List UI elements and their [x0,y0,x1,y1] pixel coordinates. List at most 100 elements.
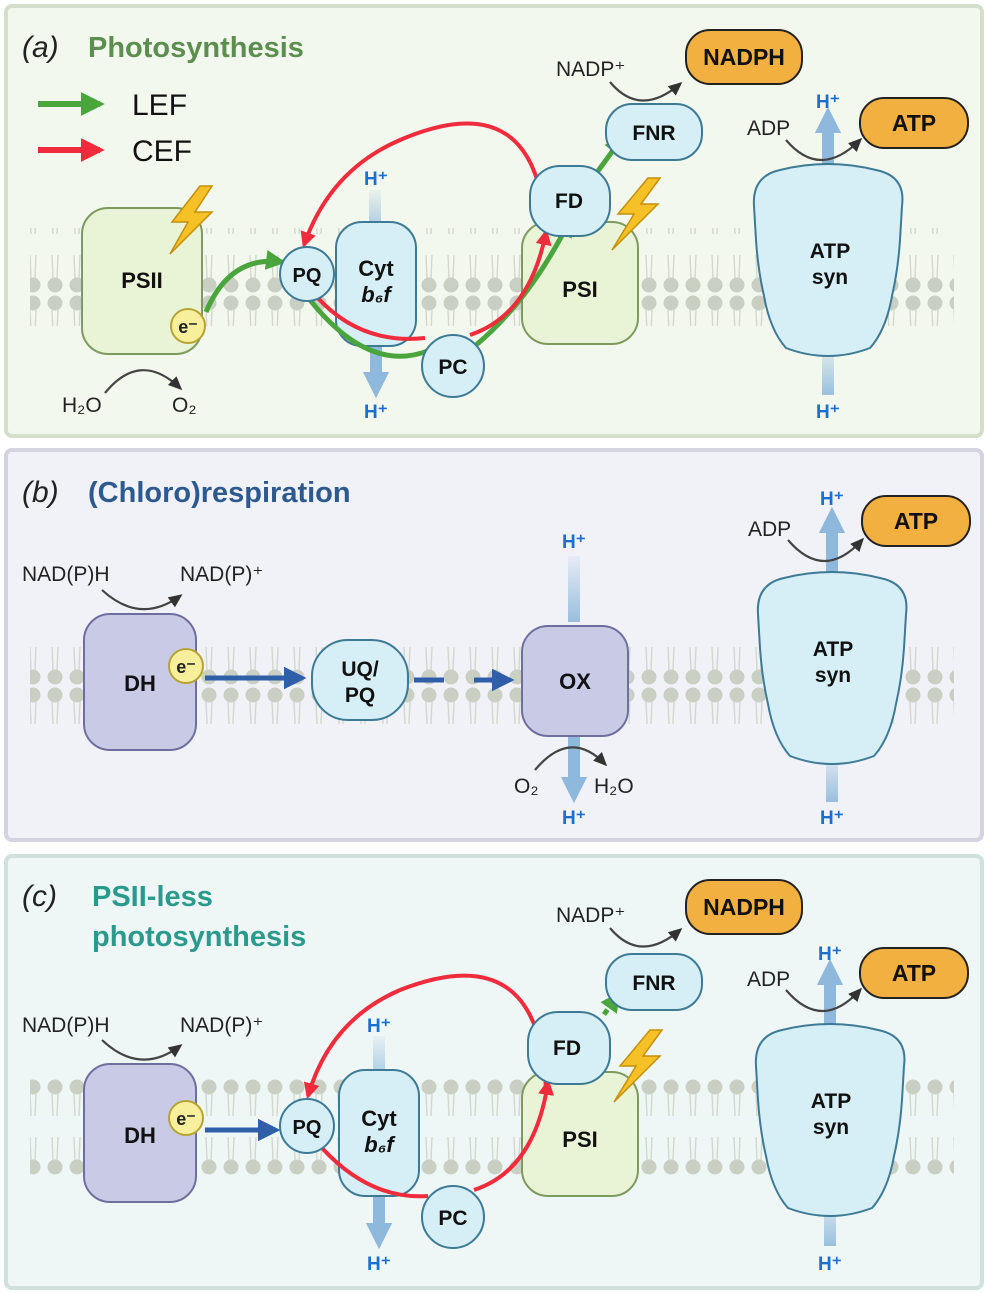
electron-icon [168,1100,204,1136]
uqpq-label-line1: UQ/ [341,658,379,681]
dh-label: DH [124,1123,156,1148]
electron-icon [168,648,204,684]
nadp-reduction-arrow [609,927,683,948]
fnr-enzyme [605,953,703,1011]
atp-synthesis-arrow [785,137,863,162]
o2-label: O₂ [514,775,539,798]
proton-label: H⁺ [818,944,842,965]
panel-c-title-line2: photosynthesis [92,921,306,953]
atpsyn-label-line2: syn [813,1116,849,1139]
lightning-icon [169,185,214,255]
fnr-enzyme [605,103,703,161]
pq-carrier [279,246,335,302]
h2o-label: H₂O [62,394,102,417]
atp-label: ATP [892,960,936,986]
proton-label: H⁺ [816,402,840,423]
pc-label: PC [438,1207,467,1230]
cyt-label-line2: b₆f [361,282,393,307]
proton-channel-atpsyn-in [822,345,834,395]
electron-label: e⁻ [176,657,196,677]
panel-b: (b) (Chloro)respiration NAD(P)H NAD(P)⁺ … [4,448,984,842]
nadp-reduction-arrow [609,81,683,102]
nadp-out-label: NAD(P)⁺ [180,1014,263,1037]
pc-carrier [421,334,485,398]
proton-label: H⁺ [367,1016,391,1037]
panel-b-letter: (b) [22,476,59,509]
atp-synthesis-arrow [785,987,863,1013]
atp-synthase [752,163,904,357]
psi-label: PSI [562,277,597,302]
atp-product [859,947,969,999]
panel-c: (c) PSII-less photosynthesis NAD(P)H NAD… [4,854,984,1290]
atp-product [859,97,969,149]
h2o-label: H₂O [594,775,634,798]
nadph-in-label: NAD(P)H [22,1014,110,1037]
panel-a-letter: (a) [22,31,59,64]
nadph-oxidation-arrow [101,589,183,611]
lef-arrow-pq-pc [308,298,431,359]
pq-carrier [279,1098,335,1154]
atp-synthase [756,571,908,765]
panel-c-title-line1: PSII-less [92,881,213,913]
proton-label: H⁺ [820,808,844,829]
fd-label: FD [555,190,583,213]
atpsyn-label-line1: ATP [811,1090,851,1113]
nadph-label: NAD(P)H [22,563,110,586]
fnr-label: FNR [632,122,675,145]
cef-arrow-pc-fd [469,228,552,337]
oxygen-reduction-arrow [534,746,608,771]
proton-label: H⁺ [820,489,844,510]
proton-label: H⁺ [562,532,586,553]
nadp-label: NADP⁺ [556,904,625,927]
proton-channel-ox-up [568,556,580,622]
lef-arrow-psii-pq [203,249,286,313]
lightning-icon [611,177,662,251]
fd-carrier [527,1011,611,1085]
water-split-arrow [104,369,183,394]
cyt-label-line1: Cyt [358,256,394,281]
cyt-b6f-complex [335,221,417,347]
pq-label: PQ [293,1117,322,1139]
cyt-label-line1: Cyt [361,1106,397,1131]
cef-arrow-pq-pc [320,1146,429,1199]
cef-legend-label: CEF [132,135,192,168]
dh-complex [83,1063,197,1203]
atp-synthesis-arrow [787,537,865,563]
cyt-b6f-complex [338,1069,420,1197]
psii-complex [81,207,203,355]
pc-label: PC [438,356,467,379]
o2-label: O₂ [172,394,197,417]
electron-icon [170,308,206,344]
electron-label: e⁻ [176,1109,196,1129]
adp-label: ADP [747,968,790,991]
nadp-label: NAD(P)⁺ [180,563,263,586]
ox-label: OX [559,669,591,694]
nadph-label: NADPH [703,894,785,920]
panel-a-frame [4,4,984,438]
ox-oxidase [521,625,629,737]
panel-a-title: Photosynthesis [88,32,304,64]
psi-label: PSI [562,1127,597,1152]
dh-label: DH [124,671,156,696]
electron-label: e⁻ [178,317,198,337]
proton-label: H⁺ [562,808,586,829]
uqpq-label-line2: PQ [345,684,375,707]
cef-arrow-fd-pq [300,121,548,249]
atpsyn-label-line1: ATP [810,240,850,263]
proton-label: H⁺ [367,1254,391,1275]
panel-a: (a) Photosynthesis LEF CEF PSII e⁻ H₂O O… [4,4,984,438]
proton-label: H⁺ [364,402,388,423]
proton-label: H⁺ [818,1254,842,1275]
cyt-label-line2: b₆f [364,1132,396,1157]
pq-label: PQ [293,265,322,287]
panel-c-letter: (c) [22,880,57,913]
adp-label: ADP [747,117,790,140]
panel-b-title: (Chloro)respiration [88,477,351,509]
adp-label: ADP [748,518,791,541]
uqpq-carrier [311,639,409,721]
nadph-product [685,879,803,935]
atp-label: ATP [892,110,936,136]
nadph-oxidation-arrow [101,1039,183,1061]
fd-carrier [529,165,611,237]
nadph-product [685,29,803,85]
